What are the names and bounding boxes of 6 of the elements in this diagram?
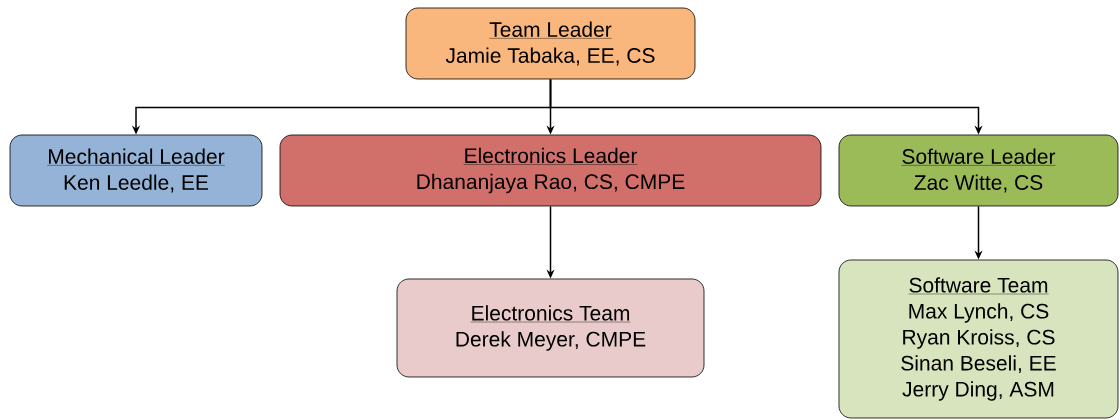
team-leader-box: Team Leader Jamie Tabaka, EE, CS — [405, 7, 696, 80]
leader-box: Electronics Leader Dhananjaya Rao, CS, CMPE — [279, 134, 822, 207]
team-box: Electronics Team Derek Meyer, CMPE — [396, 278, 705, 378]
leader-box: Mechanical Leader Ken Leedle, EE — [9, 134, 263, 207]
leader-box: Software Leader Zac Witte, CS — [838, 134, 1119, 207]
team-box: Software Team Max Lynch, CS Ryan Kroiss, CS Sinan Beseli, EE Jerry Ding, ASM — [838, 259, 1119, 419]
